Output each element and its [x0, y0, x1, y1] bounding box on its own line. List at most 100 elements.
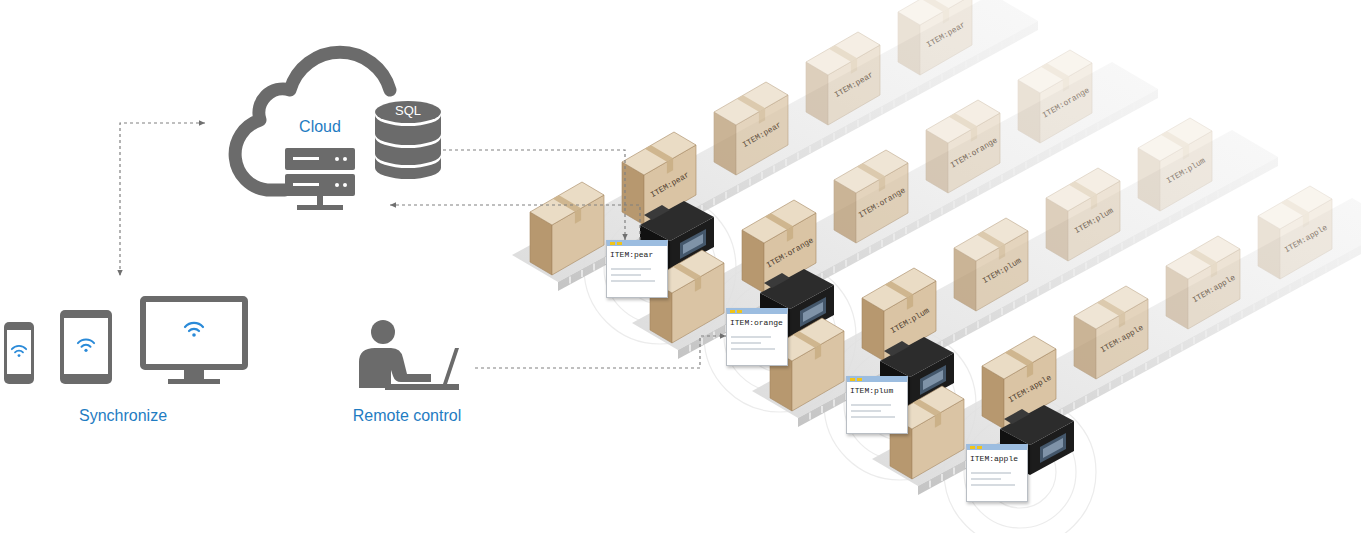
belt-slat [965, 328, 966, 335]
screen-icon [970, 446, 975, 449]
belt-slat [1181, 343, 1182, 350]
database-band [375, 115, 441, 145]
belt-slat [1337, 259, 1338, 266]
screen-line [611, 268, 651, 270]
carton [1046, 168, 1120, 261]
belt-slat [581, 270, 582, 277]
carton-tape [673, 263, 701, 280]
belt-slat [1157, 223, 1158, 230]
printer-head [764, 273, 790, 288]
screen-line [731, 342, 761, 344]
belt-slat [1013, 168, 1014, 175]
belt-slat [1265, 298, 1266, 305]
node-label: Remote control [353, 407, 462, 425]
carton-top [862, 268, 936, 311]
belt-slat [725, 192, 726, 199]
belt-slat [1097, 389, 1098, 396]
carton-label: ITEM:apple [1007, 374, 1053, 405]
node-label: Synchronize [79, 407, 167, 425]
carton-tape [943, 8, 949, 24]
conveyor-line [512, 0, 1038, 344]
belt-slat [809, 412, 810, 419]
laptop-screen [443, 348, 459, 384]
carton-tape [1027, 362, 1033, 378]
belt-slat [1073, 269, 1074, 276]
belt-slat [905, 227, 906, 234]
wifi-arc [15, 351, 23, 353]
tablet-icon [60, 310, 112, 384]
carton-tape [907, 294, 913, 310]
device-group: Synchronize [0, 276, 252, 432]
carton-top [742, 200, 816, 243]
carton-tape [851, 58, 857, 74]
screen-line [851, 410, 881, 412]
belt-slat [929, 480, 930, 487]
carton-tape [695, 276, 701, 292]
conveyor-line [752, 118, 1278, 480]
belt-slat [1109, 383, 1110, 390]
belt-slat [1265, 165, 1266, 172]
carton-top [982, 336, 1056, 379]
screen-line [611, 274, 641, 276]
belt-slat [701, 338, 702, 345]
carton [1074, 286, 1148, 379]
belt-slat [1325, 265, 1326, 272]
belt-slat [1241, 311, 1242, 318]
screen-icon [850, 378, 855, 381]
belt-slat [953, 467, 954, 474]
person-head [371, 320, 395, 344]
belt-slat [833, 266, 834, 273]
server-led [343, 157, 347, 161]
carton [898, 0, 972, 75]
belt-slat [869, 247, 870, 254]
screen-text: ITEM:plum [850, 386, 893, 395]
carton-tape [879, 176, 885, 192]
laptop-base [385, 384, 459, 390]
carton [714, 82, 788, 175]
belt-slat [785, 159, 786, 166]
screen-line [731, 336, 771, 338]
carton-tape [857, 163, 885, 180]
carton-top [954, 218, 1028, 261]
screen-text: ITEM:pear [610, 250, 653, 259]
belt-slat [977, 188, 978, 195]
carton-tape [815, 344, 821, 360]
belt-slat [929, 81, 930, 88]
belt-slat [1145, 97, 1146, 104]
monitor-stand [168, 379, 220, 384]
carton-tape [575, 208, 581, 224]
carton-label: ITEM:orange [857, 186, 907, 219]
wifi-dot [192, 333, 196, 337]
wifi-arc [82, 345, 91, 347]
belt-slat [1217, 324, 1218, 331]
carton-tape [1119, 312, 1125, 328]
carton-top [834, 150, 908, 193]
carton-tape [1069, 181, 1097, 198]
carton-top [806, 32, 880, 75]
belt-slat [761, 172, 762, 179]
carton-label: ITEM:plum [1165, 157, 1206, 186]
carton-label: ITEM:pear [833, 71, 874, 100]
belt-slat [821, 139, 822, 146]
belt-slat [1157, 357, 1158, 364]
belt-slat [1025, 162, 1026, 169]
dashed-connector [475, 336, 726, 368]
wifi-arc [78, 339, 94, 343]
node-label: Cloud [299, 118, 341, 136]
carton-label: ITEM:plum [981, 257, 1022, 286]
belt-slat [941, 207, 942, 214]
belt-slat [1001, 42, 1002, 49]
belt-slat [1277, 291, 1278, 298]
belt-slat [953, 201, 954, 208]
phone-icon [4, 322, 34, 384]
belt-slat [1049, 149, 1050, 156]
carton-tape [921, 0, 949, 12]
belt-slat [833, 133, 834, 140]
belt-slat [989, 315, 990, 322]
belt-slat [953, 68, 954, 75]
belt-slat [881, 240, 882, 247]
screen-line [851, 416, 895, 418]
carton-tape [667, 158, 673, 174]
